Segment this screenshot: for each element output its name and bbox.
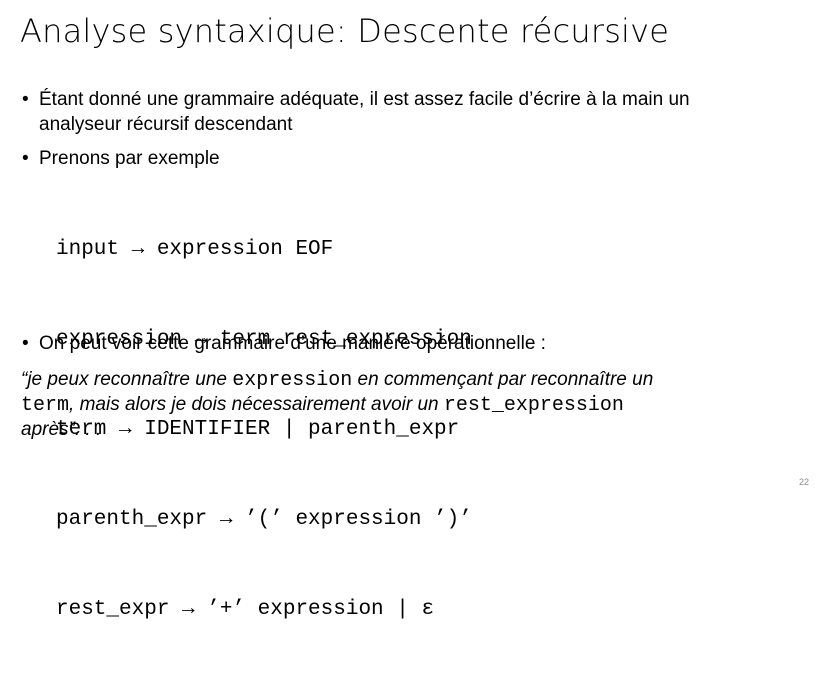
grammar-rule: rest_expr → ’+’ expression | ε <box>56 598 435 621</box>
slide: Analyse syntaxique: Descente récursive •… <box>20 12 809 621</box>
bullet-line: analyseur récursif descendant <box>39 114 293 135</box>
grammar-rule: term → IDENTIFIER | parenth_expr <box>56 418 460 441</box>
grammar-rule: parenth_expr → ’(’ expression ’)’ <box>56 508 472 531</box>
code-term: expression <box>232 369 353 392</box>
bullet-text: On peut voir cette grammaire d’une maniè… <box>39 333 546 354</box>
bullet-marker: • <box>22 89 29 110</box>
bullet-marker: • <box>22 148 29 169</box>
bullet-text: Prenons par exemple <box>39 148 220 169</box>
page-number: 22 <box>798 477 809 487</box>
bullet-text: Étant donné une grammaire adéquate, il e… <box>39 87 690 137</box>
grammar-rule: expression → term rest_expression <box>56 328 472 351</box>
quote-paragraph: “je peux reconnaître une expression en c… <box>21 368 801 442</box>
code-term: rest_expression <box>443 394 624 417</box>
quote-text: “je peux reconnaître une <box>21 369 233 390</box>
code-term: term <box>21 394 70 417</box>
quote-text: , mais alors je dois nécessairement avoi… <box>69 394 444 415</box>
bullet-line: Étant donné une grammaire adéquate, il e… <box>39 89 690 110</box>
quote-text: après”. . . <box>21 419 102 440</box>
bullet-marker: • <box>22 333 29 354</box>
quote-text: en commençant par reconnaître un <box>352 369 654 390</box>
grammar-rule: input → expression EOF <box>56 238 334 261</box>
slide-title: Analyse syntaxique: Descente récursive <box>20 12 670 50</box>
